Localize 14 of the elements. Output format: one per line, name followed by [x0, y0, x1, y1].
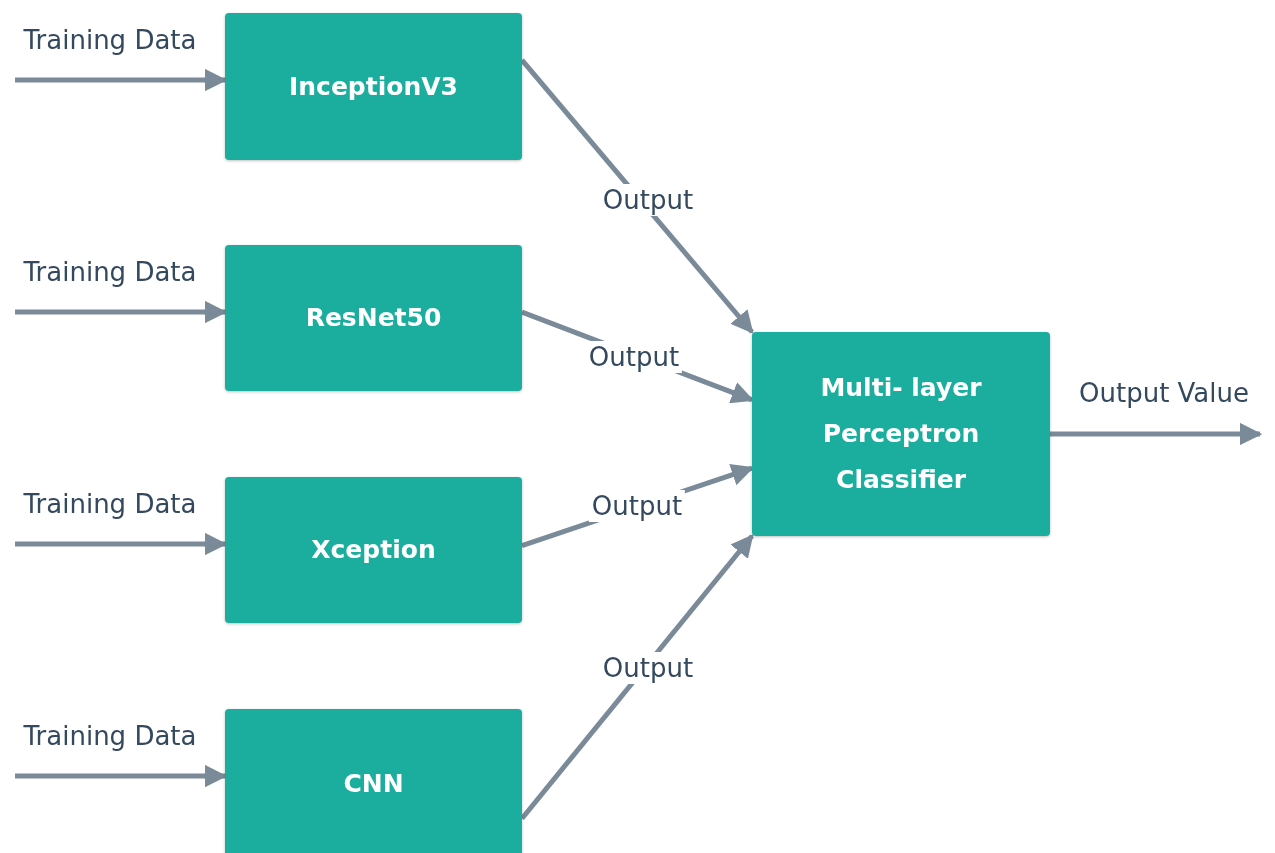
arrow — [1050, 422, 1263, 446]
process-box — [225, 477, 522, 623]
process-box — [225, 245, 522, 391]
box-label: CNN — [343, 768, 404, 800]
process-box — [225, 709, 522, 853]
process-box — [225, 13, 522, 160]
arrow — [520, 534, 754, 821]
edge-label: Output — [588, 490, 686, 522]
box-label: ResNet50 — [305, 302, 442, 334]
arrow — [520, 58, 754, 334]
box-label: InceptionV3 — [289, 70, 458, 103]
process-box — [752, 332, 1050, 536]
box-label: Multi- layer Perceptron Classifier — [819, 372, 983, 496]
box-label: Xception — [311, 534, 436, 566]
